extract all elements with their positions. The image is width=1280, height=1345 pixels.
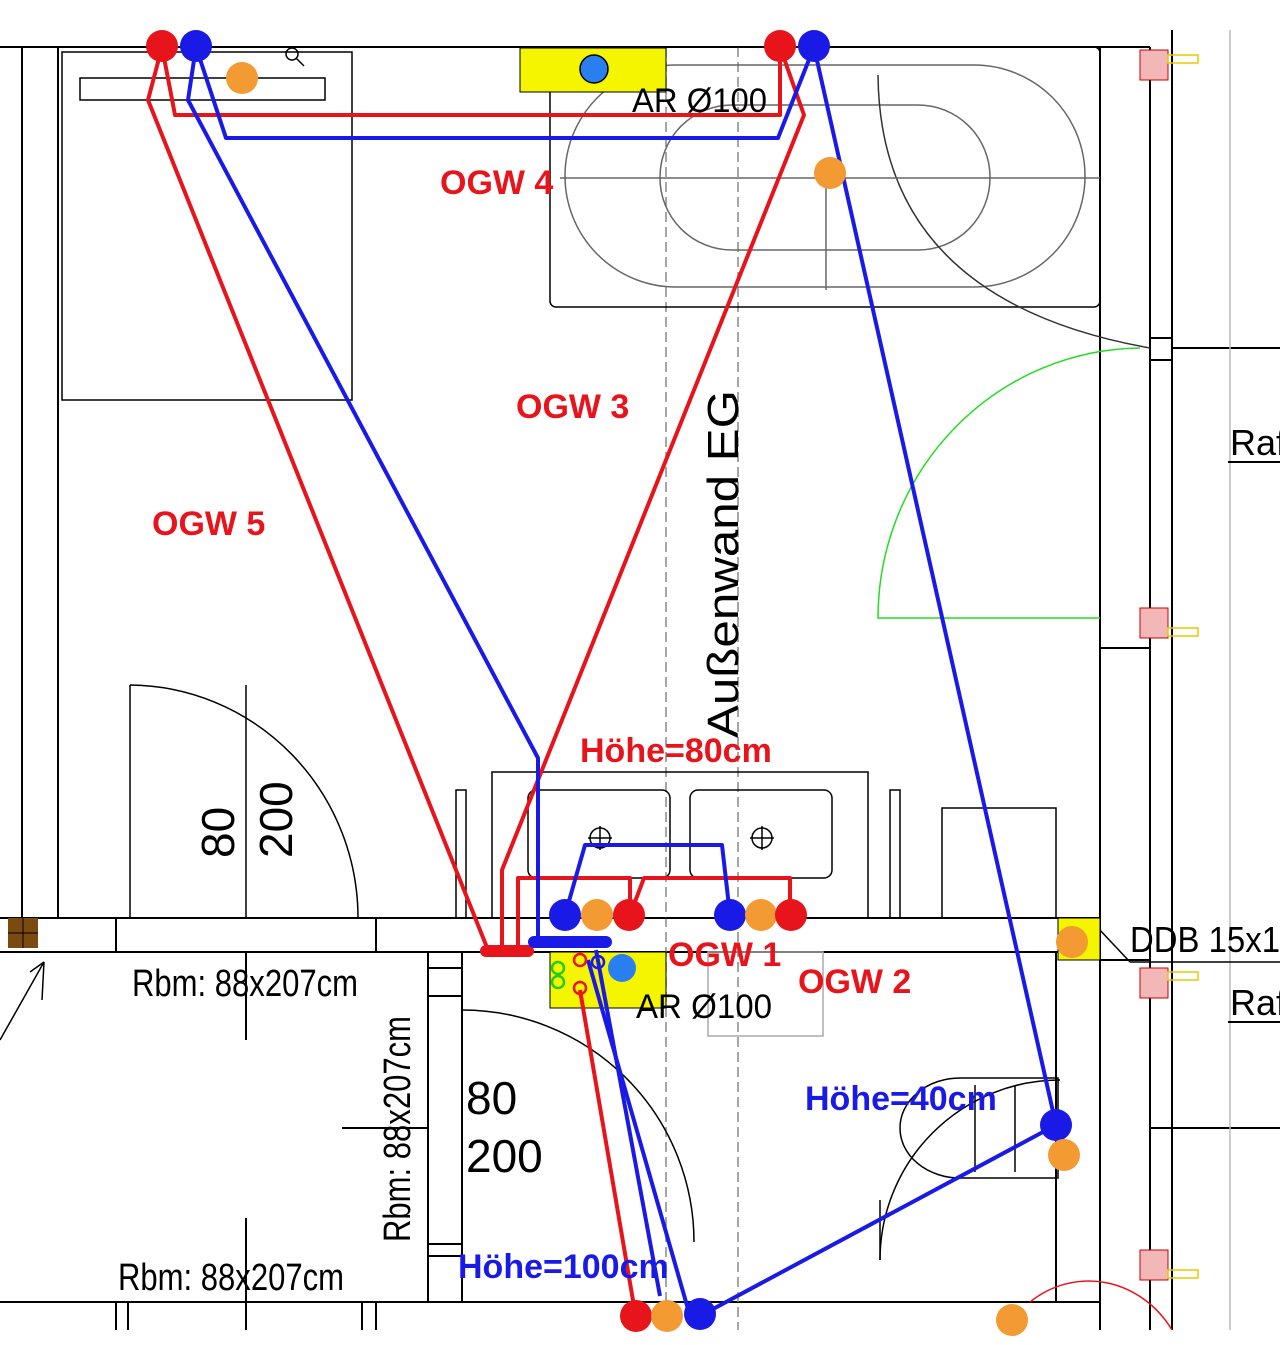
ddb-leader (1097, 927, 1131, 963)
ogw5-label: OGW 5 (152, 505, 265, 543)
hot-connection-dot (613, 899, 645, 931)
drain-connection-dot (651, 1300, 683, 1332)
drain-box-bottom (549, 951, 667, 1009)
brown-marker (8, 918, 38, 948)
hot-connection-dot (146, 30, 178, 62)
raf-label-1: Raf (1230, 422, 1280, 463)
ogw1-label: OGW 1 (668, 936, 781, 974)
cold-connection-dot (549, 899, 581, 931)
hot-connection-dot (620, 1300, 652, 1332)
cold-connection-dot (1040, 1109, 1072, 1141)
washbasin (455, 771, 1057, 1037)
drain-connection-dot (226, 62, 258, 94)
cold-connection-dot (798, 30, 830, 62)
window-fittings (1139, 49, 1199, 1281)
cold-connection-dot (714, 899, 746, 931)
raf-label-2: Raf (1230, 982, 1280, 1023)
drain-connection-dot (996, 1304, 1028, 1336)
ogw2-label: OGW 2 (798, 963, 911, 1001)
drain-connection-dot (1048, 1139, 1080, 1171)
valves (550, 952, 606, 996)
door-left (129, 684, 359, 919)
hot-manifold (480, 945, 534, 957)
drain-connection-dot (1056, 926, 1088, 958)
drain-label-top: AR Ø100 (632, 82, 767, 120)
hot-connection-dot (775, 899, 807, 931)
drain-label-bottom: AR Ø100 (636, 988, 772, 1026)
ddb-label: DDB 15x1 (1130, 919, 1280, 960)
drain-connection-dot (581, 899, 613, 931)
hoehe100-label: Höhe=100cm (458, 1248, 669, 1286)
drain-dot (608, 954, 636, 982)
cold-connection-dot (180, 30, 212, 62)
drain-connection-dot (814, 157, 846, 189)
cold-connection-dot (684, 1298, 716, 1330)
door-left-width: 80 (192, 807, 244, 858)
ogw4-label: OGW 4 (440, 164, 553, 202)
shower (61, 51, 353, 401)
rough-opening-vertical: Rbm: 88x207cm (377, 1016, 419, 1242)
door-lower-width: 80 (466, 1072, 517, 1124)
hoehe40-label: Höhe=40cm (805, 1080, 997, 1118)
hot-pipes (146, 46, 806, 1319)
red-arc (1029, 1280, 1173, 1331)
arrow-icon (0, 961, 45, 1041)
rough-opening-left: Rbm: 88x207cm (132, 963, 358, 1005)
door-left-height: 200 (250, 781, 302, 858)
ogw3-label: OGW 3 (516, 388, 629, 426)
magnifier-icon (285, 47, 305, 67)
exterior-wall-label: Außenwand EG (699, 390, 748, 738)
hoehe80-label: Höhe=80cm (580, 732, 772, 770)
toilet (879, 1077, 1061, 1261)
door-lower (461, 1009, 695, 1243)
door-lower-height: 200 (466, 1130, 543, 1182)
window-swing (877, 347, 1141, 619)
hot-connection-dot (764, 30, 796, 62)
drain-dot (579, 54, 609, 84)
drain-connection-dot (745, 899, 777, 931)
cold-pipes (186, 46, 1058, 1318)
cold-manifold (528, 936, 612, 948)
connection-points (146, 30, 1088, 1336)
rough-opening-bottom: Rbm: 88x207cm (118, 1257, 344, 1299)
exterior-wall-lines (665, 47, 739, 1330)
